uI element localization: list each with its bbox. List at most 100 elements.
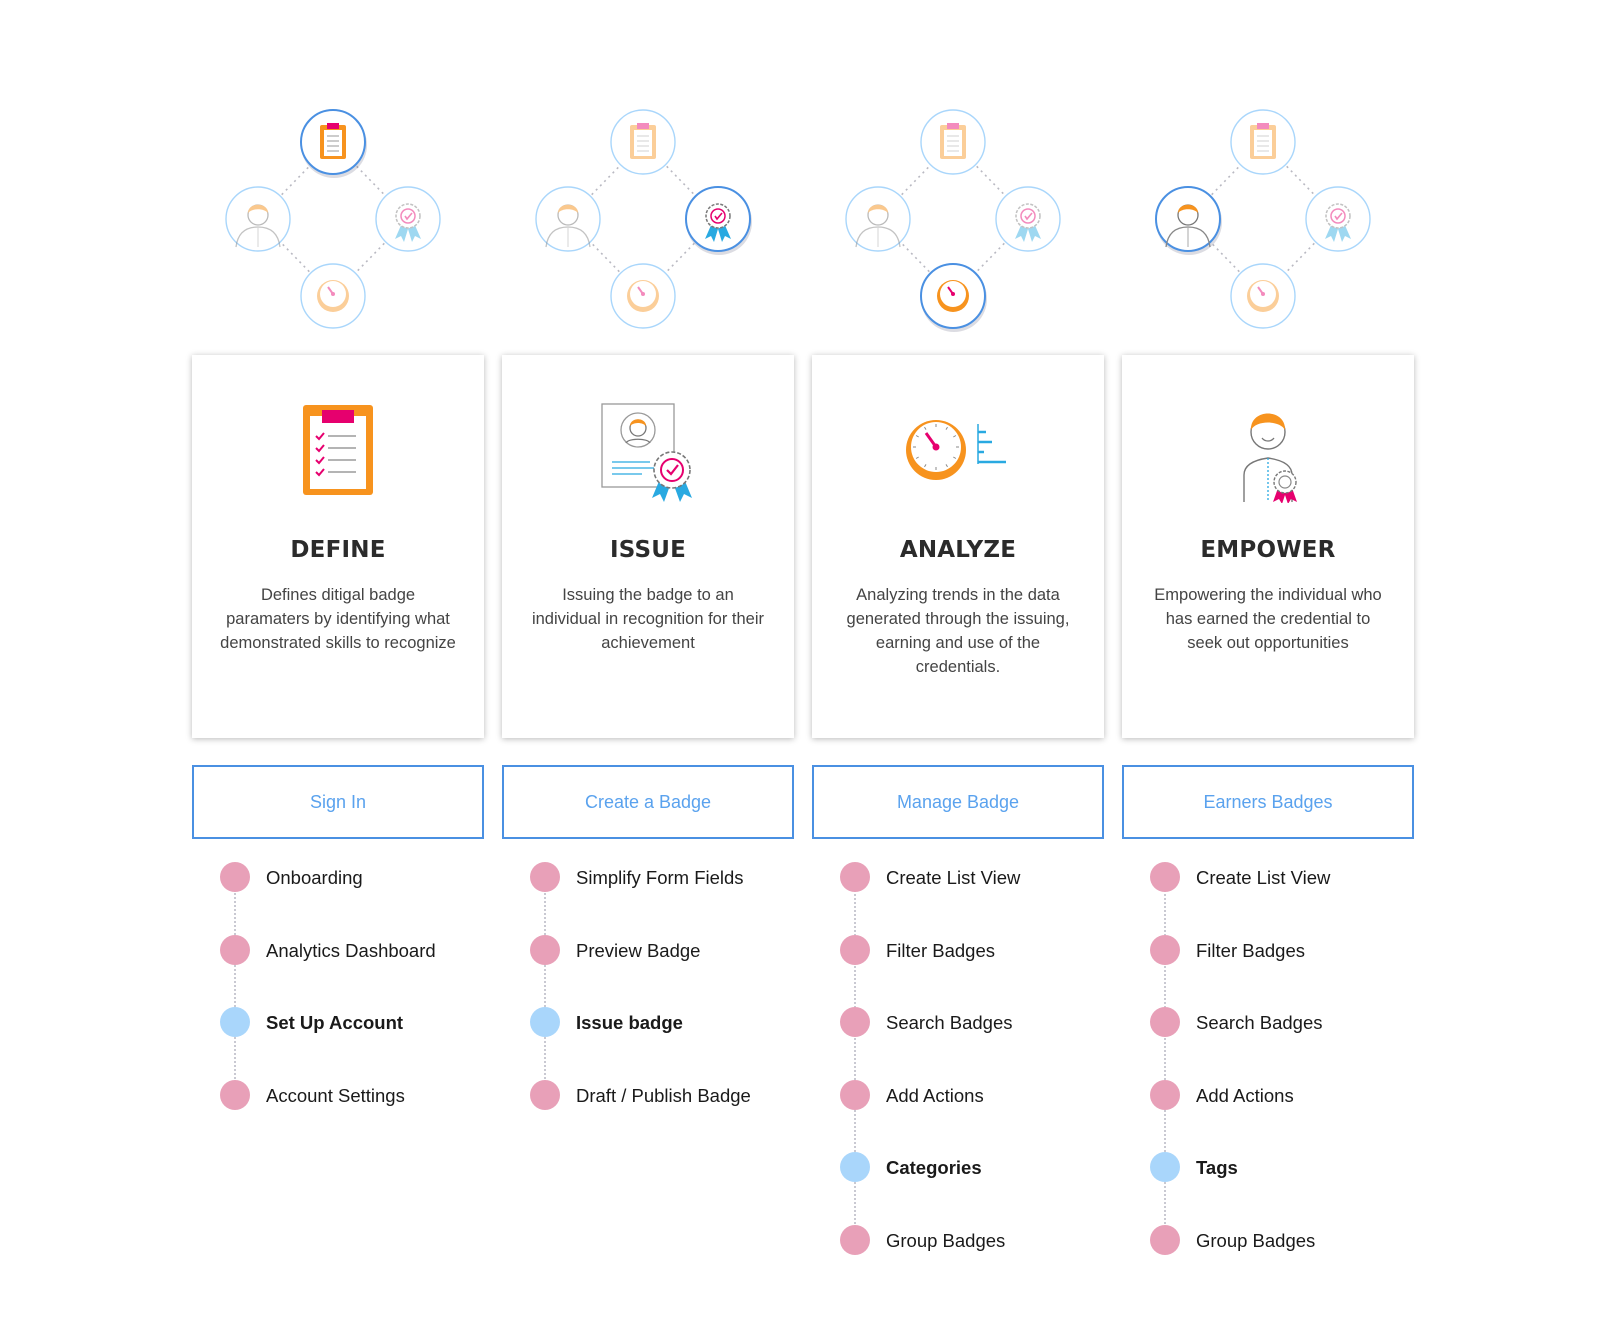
step-label: Issue badge <box>576 1012 683 1034</box>
step-label: Search Badges <box>886 1012 1013 1034</box>
step-item[interactable]: Filter Badges <box>840 934 1102 965</box>
diagram-connector <box>356 165 385 196</box>
step-item[interactable]: Draft / Publish Badge <box>530 1079 792 1110</box>
step-label: Create List View <box>886 867 1021 888</box>
step-item[interactable]: Group Badges <box>1150 1225 1412 1255</box>
diagram-connector <box>666 165 695 196</box>
person-node <box>845 186 911 252</box>
step-item[interactable]: Search Badges <box>1150 1007 1412 1038</box>
step-dot-icon <box>1150 1079 1180 1110</box>
step-item[interactable]: Set Up Account <box>220 1007 482 1038</box>
badge-node <box>995 186 1061 252</box>
step-item[interactable]: Onboarding <box>220 862 482 892</box>
diagram-connector <box>976 165 1005 196</box>
diagram-connector <box>666 242 695 273</box>
step-dot-icon <box>840 934 870 965</box>
diagram-connector <box>281 242 310 273</box>
diagram-connector <box>281 165 310 196</box>
step-item[interactable]: Filter Badges <box>1150 934 1412 965</box>
badge-node <box>375 186 441 252</box>
step-dot-icon <box>530 1007 560 1038</box>
analyze-illustration-icon <box>906 420 1006 480</box>
empower-illustration-icon <box>1243 413 1297 503</box>
card-title: DEFINE <box>290 537 386 563</box>
card-description: Defines ditigal badge paramaters by iden… <box>220 586 456 652</box>
step-dot-icon <box>840 1007 870 1038</box>
step-item[interactable]: Search Badges <box>840 1007 1102 1038</box>
step-dot-icon <box>840 1152 870 1183</box>
step-label: Onboarding <box>266 867 363 888</box>
diagram-connector <box>976 242 1005 273</box>
step-item[interactable]: Preview Badge <box>530 934 792 965</box>
step-label: Draft / Publish Badge <box>576 1084 751 1106</box>
card-title: EMPOWER <box>1200 537 1336 563</box>
cycle-diagram <box>225 109 441 329</box>
step-item[interactable]: Add Actions <box>840 1079 1102 1110</box>
stage-button-define[interactable]: Sign In <box>192 765 484 839</box>
cycle-diagram <box>535 109 752 329</box>
step-connector-line <box>1164 877 1166 1240</box>
stage-button-analyze[interactable]: Manage Badge <box>812 765 1104 839</box>
clipboard-node <box>920 109 986 175</box>
step-label: Search Badges <box>1196 1012 1323 1034</box>
issue-illustration-icon <box>601 403 692 502</box>
step-item[interactable]: Tags <box>1150 1152 1412 1183</box>
step-item[interactable]: Create List View <box>840 862 1102 892</box>
step-label: Add Actions <box>886 1084 984 1106</box>
step-item[interactable]: Simplify Form Fields <box>530 862 792 892</box>
certificate-badge-icon <box>601 403 692 502</box>
diagram-connector <box>901 165 930 196</box>
step-item[interactable]: Create List View <box>1150 862 1412 892</box>
step-dot-icon <box>840 1225 870 1255</box>
diagram-connector <box>1286 242 1315 273</box>
step-item[interactable]: Analytics Dashboard <box>220 934 482 965</box>
diagram-connector <box>591 165 620 196</box>
step-dot-icon <box>1150 862 1180 892</box>
step-item[interactable]: Account Settings <box>220 1079 482 1110</box>
step-dot-icon <box>220 862 250 892</box>
step-dot-icon <box>1150 1225 1180 1255</box>
step-item[interactable]: Add Actions <box>1150 1079 1412 1110</box>
badge-node <box>1305 186 1371 252</box>
cycle-diagram <box>1155 109 1371 329</box>
step-label: Categories <box>886 1157 982 1179</box>
step-connector-line <box>544 877 546 1095</box>
step-connector-line <box>234 877 236 1095</box>
clipboard-node <box>610 109 676 175</box>
step-label: Tags <box>1196 1157 1238 1179</box>
gauge-node <box>610 263 676 329</box>
step-label: Create List View <box>1196 867 1331 888</box>
step-label: Preview Badge <box>576 939 701 961</box>
define-card: DEFINE Defines ditigal badge paramaters b… <box>192 355 484 738</box>
stage-button-empower[interactable]: Earners Badges <box>1122 765 1414 839</box>
step-dot-icon <box>530 1079 560 1110</box>
step-item[interactable]: Categories <box>840 1152 1102 1183</box>
step-label: Simplify Form Fields <box>576 867 744 888</box>
clipboard-node <box>1230 109 1296 175</box>
card-description: Issuing the badge to an individual in re… <box>531 586 765 652</box>
step-label: Group Badges <box>1196 1230 1316 1251</box>
step-dot-icon <box>1150 1152 1180 1183</box>
person-badge-icon <box>1243 413 1297 503</box>
gauge-node <box>1230 263 1296 329</box>
clipboard-node <box>300 109 367 178</box>
step-dot-icon <box>220 1079 250 1110</box>
step-label: Add Actions <box>1196 1084 1294 1106</box>
step-dot-icon <box>1150 1007 1180 1038</box>
step-item[interactable]: Issue badge <box>530 1007 792 1038</box>
badge-node <box>685 186 752 255</box>
stage-button-issue[interactable]: Create a Badge <box>502 765 794 839</box>
step-item[interactable]: Group Badges <box>840 1225 1102 1255</box>
step-dot-icon <box>220 934 250 965</box>
step-dot-icon <box>220 1007 250 1038</box>
step-label: Filter Badges <box>1196 939 1305 961</box>
step-dot-icon <box>530 862 560 892</box>
gauge-node <box>920 263 987 332</box>
step-label: Analytics Dashboard <box>266 939 436 961</box>
